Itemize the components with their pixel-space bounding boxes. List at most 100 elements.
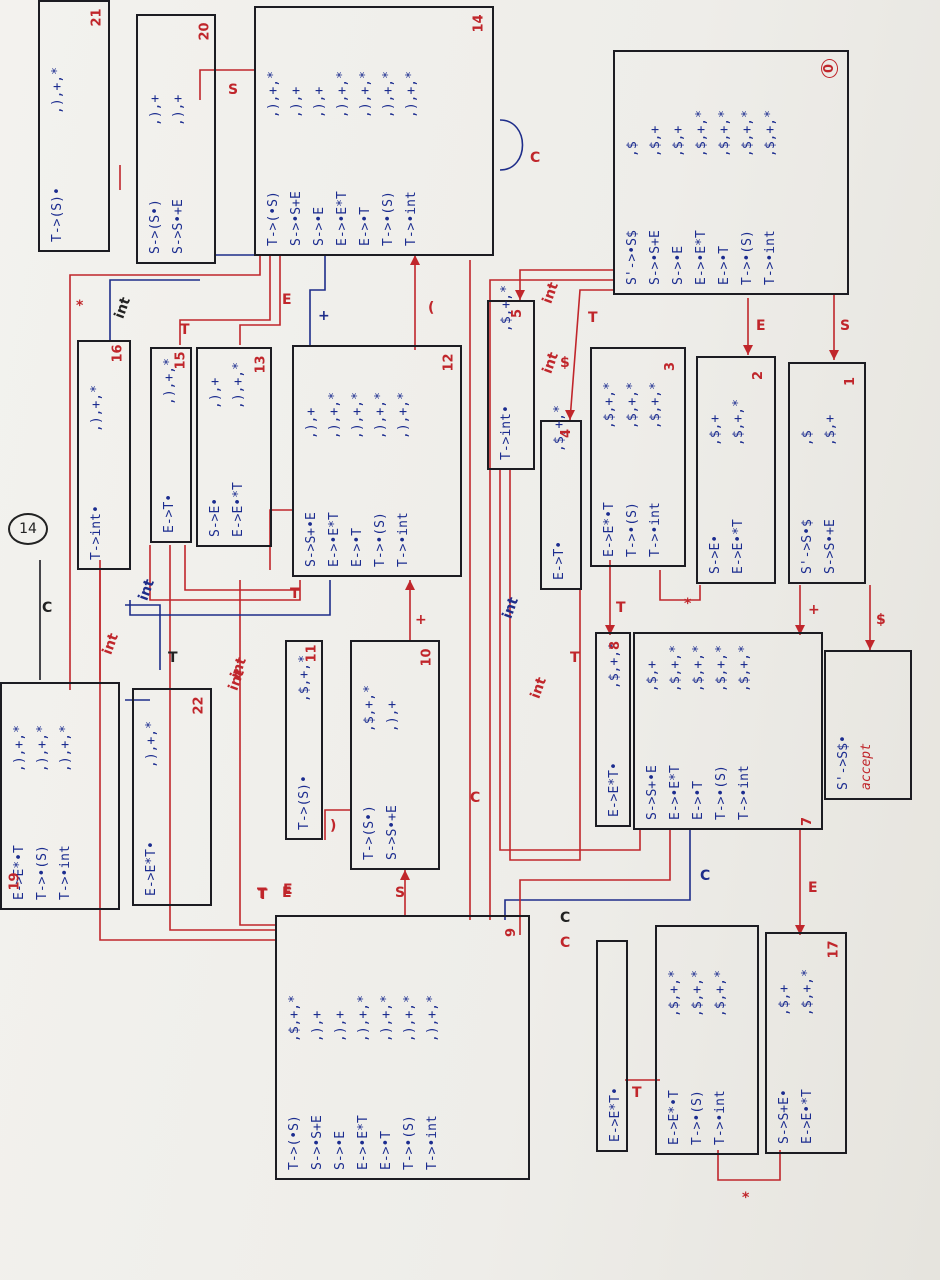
item-7-4: T->•int,$,+,* — [737, 645, 752, 820]
edge-label-plus-20-12: + — [318, 308, 330, 324]
state-8-lower: E->E*T• — [596, 940, 628, 1152]
item-10-1: S->S•+E,),+ — [385, 700, 400, 860]
item-22-0: E->E*T•,),+,* — [144, 721, 159, 896]
state-1: S'->S•$,$ S->S•+E,$,+ 1 — [788, 362, 866, 584]
edge-19-int-16-b — [125, 604, 161, 670]
state-3-lower: E->E*•T,$,+,* T->•(S),$,+,* T->•int,$,+,… — [655, 925, 759, 1155]
item-19-0: E->E*•T,),+,* — [12, 725, 27, 900]
item-3-1: T->•(S),$,+,* — [625, 382, 640, 557]
item-12-0: S->S+•E,),+ — [304, 407, 319, 567]
state-13: S->E•,),+ E->E•*T,),+,* 13 — [196, 347, 272, 547]
state-num-21: 21 — [89, 8, 105, 27]
item-8b-0: E->E*T• — [608, 1087, 623, 1142]
state-17: S->S+E•,$,+ E->E•*T,$,+,* 17 — [765, 932, 847, 1154]
edge-0-int-5 — [519, 269, 614, 300]
edge-label-C-9a: C — [560, 910, 571, 926]
item-9-2: S->•E,),+ — [333, 1010, 348, 1170]
edge-18-star-19 — [129, 580, 331, 616]
item-3b-2: T->•int,$,+,* — [713, 970, 728, 1145]
state-num-10: 10 — [419, 648, 435, 667]
state-num-17: 17 — [826, 940, 842, 959]
edge-label-T-9-lower: T — [257, 886, 267, 902]
item-0-5: T->•(S),$,+,* — [740, 110, 755, 285]
item-3-0: E->E*•T,$,+,* — [602, 382, 617, 557]
item-15-0: E->T•,),+,* — [162, 358, 177, 533]
item-12-4: T->•int,),+,* — [396, 392, 411, 567]
edge-label-S-9-10: S — [395, 885, 406, 901]
edge-7-lparen-9 — [519, 830, 671, 935]
edge-label-lparen-14-self: C — [530, 150, 541, 166]
state-18-box — [198, 346, 274, 576]
edge-9-int-16 — [99, 560, 275, 941]
item-7-1: E->•E*T,$,+,* — [668, 645, 683, 820]
state-10: T->(S•),$,+,* S->S•+E,),+ 10 — [350, 640, 440, 870]
edge-14-lparen-self — [499, 119, 524, 171]
edge-3-lparen-9 — [504, 830, 691, 920]
state-num-3: 3 — [663, 361, 679, 372]
edge-label-star-2-3: * — [684, 596, 692, 612]
edge-label-E-9-lower: E — [283, 882, 293, 898]
edge-7-int-5 — [499, 470, 641, 851]
edge-label-T-9-15: T — [258, 887, 268, 903]
state-num-14: 14 — [471, 14, 487, 33]
item-9-0: T->(•S),$,+,* — [287, 995, 302, 1170]
state-12: S->S+•E,),+ E->•E*T,),+,* E->•T,),+,* T-… — [292, 345, 462, 577]
edge-14-int-16 — [69, 255, 261, 690]
state-20: S->(S•),),+ S->S•+E,),+ 20 — [136, 14, 216, 264]
edge-14-E-13 — [239, 255, 281, 345]
edge-9-T-15 — [169, 545, 275, 931]
item-14-6: T->•int,),+,* — [404, 71, 419, 246]
state-num-11: 11 — [304, 644, 320, 663]
item-8-0: E->E*T•,$,+,* — [607, 642, 622, 817]
item-9-4: E->•T,),+,* — [379, 995, 394, 1170]
item-19-2: T->•int,),+,* — [58, 725, 73, 900]
edge-label-S-14-20: S — [228, 82, 239, 98]
state-num-5: 5 — [510, 308, 526, 319]
edge-13-star-19 — [109, 279, 200, 340]
edge-17-star-3 — [717, 1150, 781, 1181]
item-4-0: E->T•,$,+,* — [552, 405, 567, 580]
edge-14-T-15 — [179, 255, 271, 345]
edge-label-T-12-15: T — [290, 586, 300, 602]
edge-label-E-14-13: E — [282, 292, 292, 308]
item-2-1: E->E•*T,$,+,* — [731, 399, 746, 574]
state-2: S->E•,$,+ E->E•*T,$,+,* 2 — [696, 356, 776, 584]
item-9-1: S->•S+E,),+ — [310, 1010, 325, 1170]
state-16: T->int•,),+,* 16 — [77, 340, 131, 570]
item-7-2: E->•T,$,+,* — [691, 645, 706, 820]
edge-label-C-3-9: C — [700, 868, 711, 884]
item-20-0: S->(S•),),+ — [148, 94, 163, 254]
item-16-0: T->int•,),+,* — [89, 385, 104, 560]
state-num-12: 12 — [441, 353, 457, 372]
state-22: E->E*T•,),+,* 22 — [132, 688, 212, 906]
item-17-0: S->S+E•,$,+ — [777, 984, 792, 1144]
item-9-3: E->•E*T,),+,* — [356, 995, 371, 1170]
edge-label-star-17-3: * — [742, 1190, 750, 1206]
state-14: T->(•S),),+,* S->•S+E,),+ S->•E,),+ E->•… — [254, 6, 494, 256]
edge-label-T-0-4: T — [588, 310, 598, 326]
state-19: E->E*•T,),+,* T->•(S),),+,* T->•int,),+,… — [0, 682, 120, 910]
state-num-2: 2 — [751, 370, 767, 381]
item-12-1: E->•E*T,),+,* — [327, 392, 342, 567]
item-6-0: S'->S$• — [836, 735, 851, 790]
edge-2-star-3 — [659, 570, 701, 601]
item-14-2: S->•E,),+ — [312, 86, 327, 246]
edge-label-E-0-2: E — [756, 318, 766, 334]
item-14-3: E->•E*T,),+,* — [335, 71, 350, 246]
edge-label-star-top: * — [76, 298, 84, 314]
state-num-8: 8 — [608, 640, 624, 651]
state-21: T->(S)•,),+,* 21 — [38, 0, 110, 252]
state-15: E->T•,),+,* 15 — [150, 347, 192, 543]
state-4: E->T•,$,+,* 4 — [540, 405, 582, 590]
state-6: S'->S$• accept — [824, 650, 912, 800]
edge-label-C-19-14: C — [42, 600, 53, 616]
state-num-19: 19 — [7, 872, 23, 891]
edge-9-E-13 — [239, 580, 275, 926]
edge-label-C-9c: C — [470, 790, 481, 806]
item-21-0: T->(S)•,),+,* — [50, 67, 65, 242]
item-2-0: S->E•,$,+ — [708, 414, 723, 574]
edge-label-T-7-8: T — [632, 1085, 642, 1101]
edge-label-T-19-22: T — [168, 650, 178, 666]
edge-label-E-7-17: E — [808, 880, 818, 896]
state-num-15: 15 — [173, 351, 189, 370]
